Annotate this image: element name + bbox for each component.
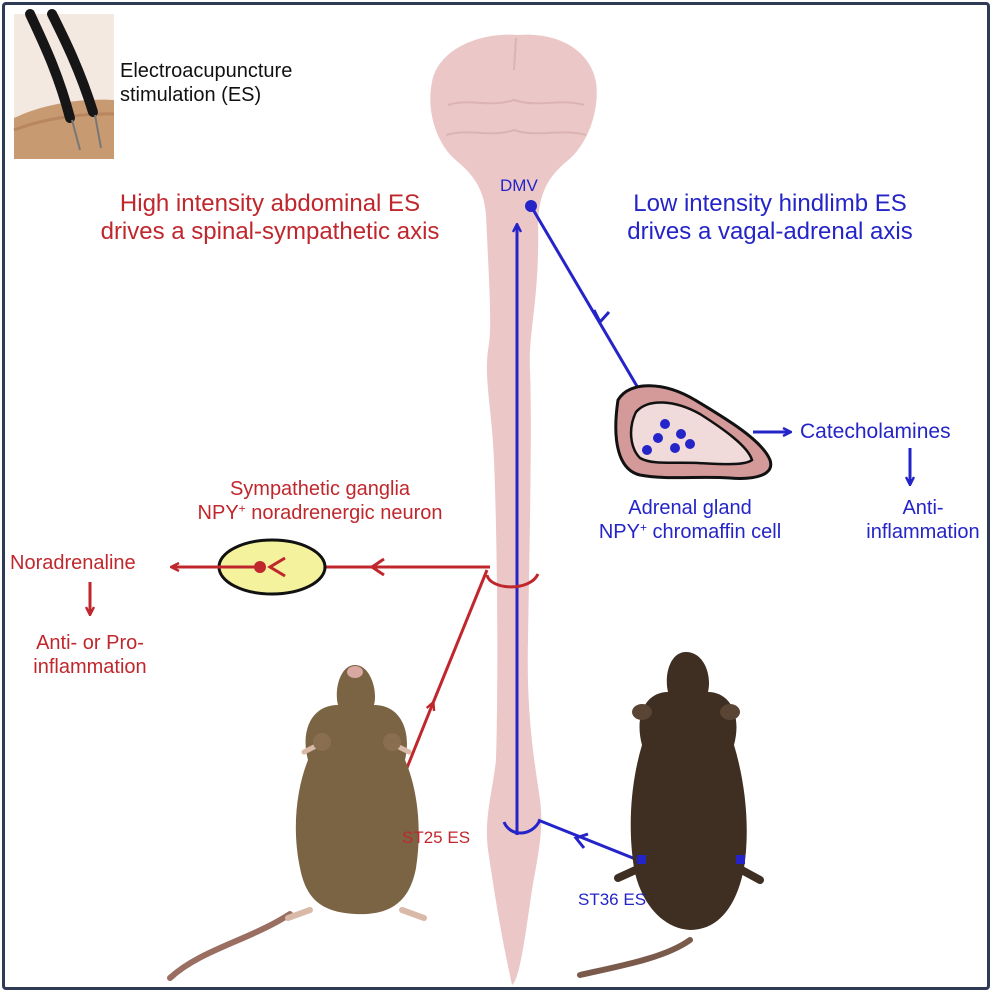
catecholamines-label: Catecholamines [800,420,951,443]
ganglia-label-line2: NPY+ noradrenergic neuron [197,501,443,524]
adrenal-gland [614,384,773,480]
left-heading-line2: drives a spinal-sympathetic axis [100,218,440,246]
brain-spinal-cord [430,34,597,986]
noradrenaline-label: Noradrenaline [10,552,136,574]
right-heading: Low intensity hindlimb ES drives a vagal… [570,190,970,247]
es-label-line1: Electroacupuncture [120,60,293,82]
ganglia-label-line1: Sympathetic ganglia [229,478,411,500]
left-outcome-line1: Anti- or Pro- [36,632,144,654]
right-heading-line2: drives a vagal-adrenal axis [627,218,913,246]
right-outcome-line2: inflammation [866,520,980,543]
right-heading-line1: Low intensity hindlimb ES [633,190,907,217]
st36-label: ST36 ES [578,890,647,909]
mouse-right [577,652,764,978]
adrenal-label-line2: NPY+ chromaffin cell [598,520,782,543]
chromaffin-cells [642,419,695,455]
ganglia-label: Sympathetic ganglia NPY+ noradrenergic n… [150,478,490,525]
left-heading-line1: High intensity abdominal ES [119,190,421,217]
left-outcome-line2: inflammation [33,655,147,678]
es-label: Electroacupuncture stimulation (ES) [120,60,292,107]
dmv-label: DMV [500,176,538,195]
right-outcome: Anti- inflammation [858,497,988,544]
st25-label: ST25 ES [402,828,471,847]
adrenal-label: Adrenal gland NPY+ chromaffin cell [560,497,820,544]
electroacupuncture-photo [13,9,115,159]
right-outcome-line1: Anti- [902,497,944,519]
left-outcome: Anti- or Pro- inflammation [10,632,170,679]
adrenal-label-line1: Adrenal gland [628,497,752,519]
mouse-left [167,665,427,981]
vagal-adrenal-pathway [502,200,910,864]
left-heading: High intensity abdominal ES drives a spi… [60,190,480,247]
spinal-sympathetic-pathway [90,538,540,842]
es-label-line2: stimulation (ES) [120,83,262,106]
